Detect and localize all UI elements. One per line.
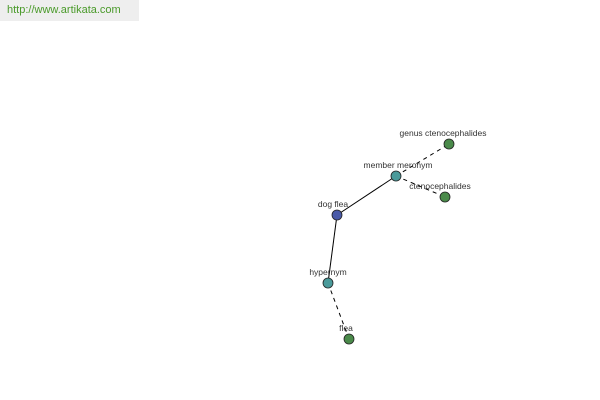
- node-ctenocephalides[interactable]: [439, 191, 451, 203]
- edge-dog-flea-to-member-meronym: [336, 175, 397, 216]
- node-label-genus-ctenocephalides[interactable]: genus ctenocephalides: [400, 128, 487, 138]
- edges-layer: [327, 143, 450, 340]
- edge-dog-flea-to-hypernym: [327, 214, 338, 284]
- node-flea[interactable]: [343, 333, 355, 345]
- nodes-layer: [322, 138, 455, 345]
- edge-member-meronym-to-ctenocephalides: [395, 175, 446, 198]
- node-label-ctenocephalides[interactable]: ctenocephalides: [409, 181, 470, 191]
- labels-layer: dog flea member meronym genus ctenocephali…: [309, 128, 486, 333]
- node-label-member-meronym[interactable]: member meronym: [364, 160, 433, 170]
- node-label-hypernym[interactable]: hypernym: [309, 267, 346, 277]
- site-url-banner[interactable]: http://www.artikata.com: [0, 0, 139, 21]
- node-genus-ctenocephalides[interactable]: [443, 138, 455, 150]
- edge-hypernym-to-flea: [327, 282, 350, 340]
- edge-member-meronym-to-genus-ctenocephalides: [395, 143, 450, 177]
- node-label-dog-flea[interactable]: dog flea: [318, 199, 349, 209]
- node-hypernym[interactable]: [322, 277, 334, 289]
- node-dog-flea[interactable]: [331, 209, 343, 221]
- node-member-meronym[interactable]: [390, 170, 402, 182]
- node-label-flea[interactable]: flea: [339, 323, 353, 333]
